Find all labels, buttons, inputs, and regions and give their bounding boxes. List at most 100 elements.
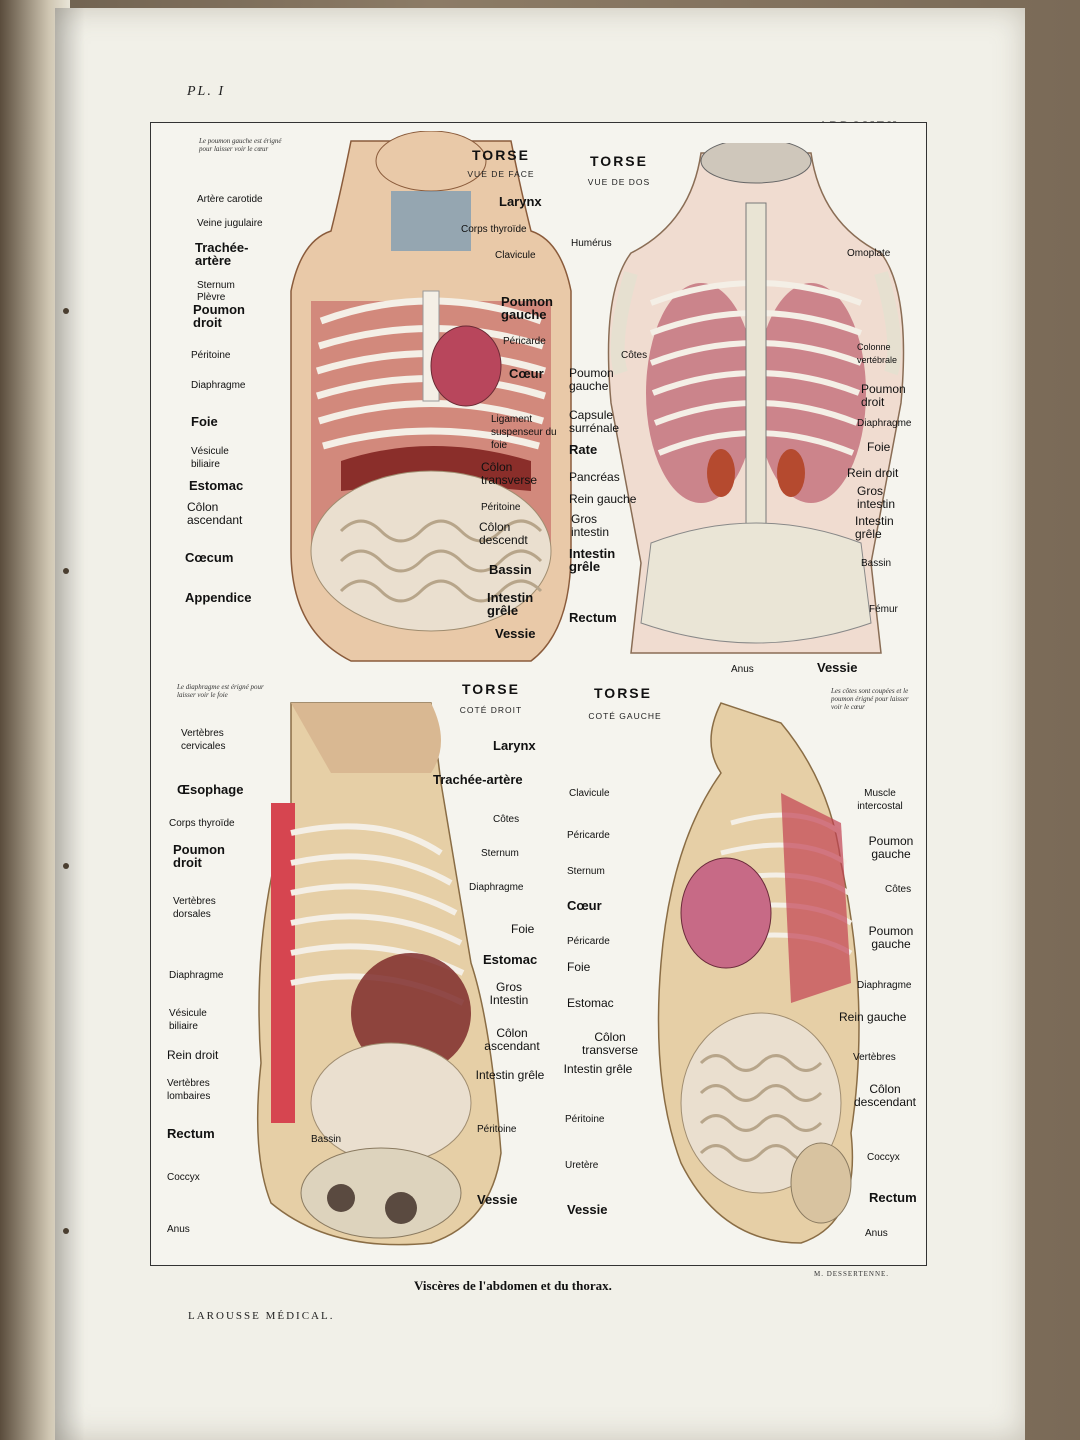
label: Péritoine <box>191 350 231 361</box>
label: Uretère <box>565 1160 599 1171</box>
panel-note: Le poumon gauche est érigné pour laisser… <box>199 137 282 153</box>
label: Péritoine <box>565 1114 605 1125</box>
label: Poumon gauche <box>569 366 614 393</box>
label: Clavicule <box>495 250 536 261</box>
label: Côlon transverse <box>581 1030 639 1057</box>
label: Côlon ascendant <box>484 1026 540 1053</box>
label: Ligament suspenseur du foie <box>491 414 557 451</box>
label: Larynx <box>499 194 542 209</box>
label: Trachée-artère <box>195 240 249 268</box>
label: Poumon droit <box>861 382 906 409</box>
label: Rectum <box>569 610 617 625</box>
label: Anus <box>167 1224 190 1235</box>
left-side-torso-illustration <box>657 702 860 1244</box>
label: Poumon droit <box>173 842 225 870</box>
publisher-footer: LAROUSSE MÉDICAL. <box>188 1310 335 1322</box>
binding-hole <box>63 568 69 574</box>
label: Rectum <box>869 1190 917 1205</box>
binding-hole <box>63 1228 69 1234</box>
label: Plèvre <box>197 292 226 303</box>
label: Côtes <box>493 814 520 825</box>
label: Intestin grêle <box>563 1062 633 1076</box>
panel-subtitle: COTÉ DROIT <box>459 705 523 715</box>
label: Vessie <box>495 626 536 641</box>
label: Vésicule biliaire <box>169 1008 207 1032</box>
label: Bassin <box>311 1134 342 1145</box>
label: Vessie <box>477 1192 518 1207</box>
label: Artère carotide <box>197 194 263 205</box>
label: Côlon descendt <box>479 520 528 547</box>
label: Rein droit <box>167 1048 219 1062</box>
label: Cœur <box>567 898 602 913</box>
label: Vessie <box>567 1202 608 1217</box>
label: Poumon droit <box>193 302 245 330</box>
panel-title: TORSE <box>594 685 652 701</box>
label: Corps thyroïde <box>461 224 527 235</box>
label: Côtes <box>885 884 912 895</box>
label: Muscle intercostal <box>857 788 903 812</box>
panel-note: Le diaphragme est érigné pour laisser vo… <box>177 683 264 699</box>
panel-subtitle: COTÉ GAUCHE <box>588 711 662 721</box>
label: Diaphragme <box>169 970 224 981</box>
label: Vertèbres cervicales <box>181 728 226 752</box>
panel-note: Les côtes sont coupées et le poumon érig… <box>831 687 909 711</box>
label: Rectum <box>167 1126 215 1141</box>
label: Vésicule biliaire <box>191 446 229 470</box>
label: Gros intestin <box>857 484 896 511</box>
label: Larynx <box>493 738 536 753</box>
label: Vertèbres dorsales <box>173 896 216 920</box>
label: Vertèbres lombaires <box>167 1078 211 1102</box>
label: Fémur <box>869 604 898 615</box>
label: Gros Intestin <box>489 980 529 1007</box>
label: Veine jugulaire <box>197 218 263 229</box>
label: Diaphragme <box>191 380 246 391</box>
label: Péritoine <box>481 502 521 513</box>
label: Côlon descendant <box>853 1082 917 1109</box>
plate-caption: Viscères de l'abdomen et du thorax. <box>414 1278 612 1293</box>
label: Foie <box>567 960 591 974</box>
label: Côlon transverse <box>481 460 538 487</box>
label: Poumon gauche <box>868 834 914 861</box>
label: Bassin <box>489 562 532 577</box>
panel-subtitle: VUE DE DOS <box>587 177 651 187</box>
label: Colonne vertébrale <box>857 342 898 365</box>
label: Péritoine <box>477 1124 517 1135</box>
label: Estomac <box>189 478 244 493</box>
illustrator-credit: M. DESSERTENNE. <box>814 1270 890 1278</box>
label: Intestin grêle <box>855 514 894 541</box>
label: Anus <box>865 1228 888 1239</box>
label: Capsule surrénale <box>569 408 620 435</box>
label: Sternum <box>197 280 235 291</box>
panel-subtitle: VUE DE FACE <box>467 169 535 179</box>
panel-title: TORSE <box>590 153 648 169</box>
label: Cœcum <box>185 550 234 565</box>
label: Diaphragme <box>469 882 524 893</box>
label: Côtes <box>621 350 648 361</box>
label: Foie <box>191 414 218 429</box>
label: Péricarde <box>567 830 610 841</box>
panel-title: TORSE <box>462 681 520 697</box>
right-side-torso-illustration <box>256 702 502 1246</box>
label: Humérus <box>571 238 612 249</box>
front-torso-illustration <box>290 131 572 662</box>
plate-number: PL. I <box>187 84 225 99</box>
label: Estomac <box>483 952 538 967</box>
label: Foie <box>867 440 891 454</box>
label: Intestin grêle <box>487 590 534 618</box>
label: Diaphragme <box>857 418 912 429</box>
label: Rein gauche <box>569 492 637 506</box>
label: Bassin <box>861 558 892 569</box>
label: Poumon gauche <box>868 924 914 951</box>
label: Péricarde <box>567 936 610 947</box>
panel-title: TORSE <box>472 147 530 163</box>
label: Foie <box>511 922 535 936</box>
label: Cœur <box>509 366 544 381</box>
label: Appendice <box>185 590 252 605</box>
label: Rate <box>569 442 598 457</box>
label: Coccyx <box>167 1172 200 1183</box>
label: Omoplate <box>847 248 891 259</box>
label: Intestin grêle <box>475 1068 545 1082</box>
binding-hole <box>63 863 69 869</box>
label: Pancréas <box>569 470 620 484</box>
label: Anus <box>731 664 754 675</box>
